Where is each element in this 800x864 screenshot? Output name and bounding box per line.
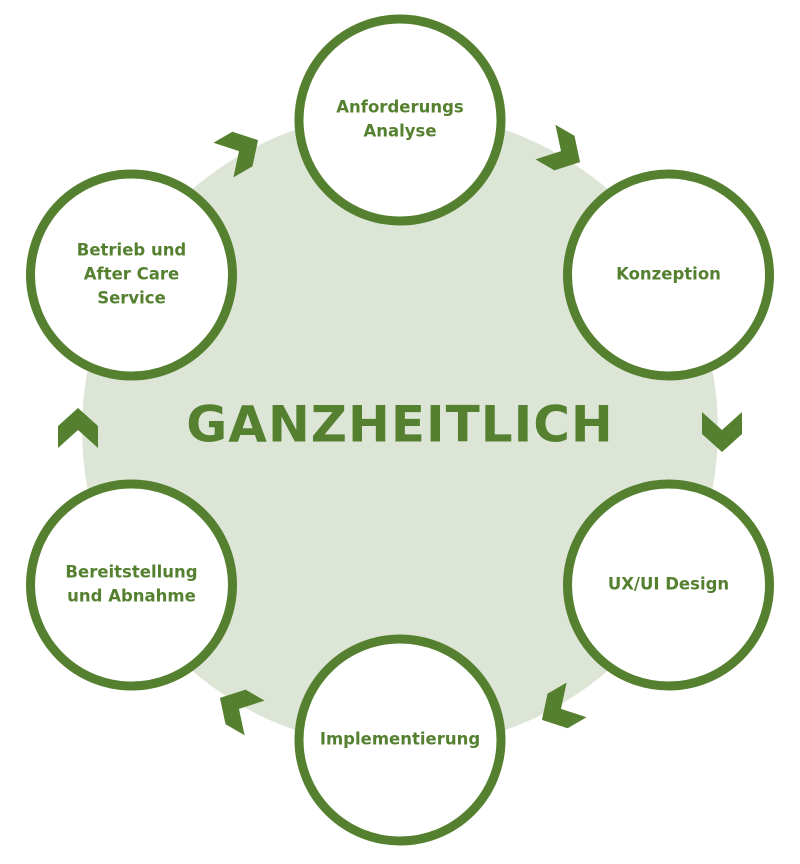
node-circle <box>26 479 237 691</box>
chevron-arrow-icon <box>541 682 587 729</box>
node-circle <box>563 169 774 381</box>
chevron-shape <box>219 689 265 736</box>
node-circle <box>294 14 506 226</box>
chevron-shape <box>702 412 742 452</box>
chevron-arrow-icon <box>535 124 581 171</box>
node-label: After Care <box>84 265 179 284</box>
background-circle <box>82 112 718 748</box>
node-label: UX/UI Design <box>608 575 729 594</box>
arrows-layer <box>58 124 742 736</box>
node-label: Konzeption <box>616 265 721 284</box>
node-label: Bereitstellung <box>65 563 197 582</box>
node-label: Anforderungs <box>336 98 464 117</box>
chevron-arrow-icon <box>213 131 259 178</box>
node-circle <box>563 479 774 691</box>
chevron-shape <box>213 131 259 178</box>
node-ux-ui-design: UX/UI Design <box>563 479 774 691</box>
chevron-shape <box>541 682 587 729</box>
node-implementierung: Implementierung <box>294 634 506 846</box>
chevron-shape <box>58 408 98 448</box>
center-title: GANZHEITLICH <box>186 396 614 454</box>
chevron-arrow-icon <box>702 412 742 452</box>
chevron-arrow-icon <box>58 408 98 448</box>
node-bereitstellung-und-abnahme: Bereitstellung und Abnahme <box>26 479 237 691</box>
node-label: Betrieb und <box>77 241 187 260</box>
node-label: Implementierung <box>320 730 480 749</box>
node-label: und Abnahme <box>67 587 196 606</box>
node-label: Service <box>97 289 166 308</box>
node-circle <box>26 169 237 381</box>
node-circle <box>294 634 506 846</box>
chevron-shape <box>535 124 581 171</box>
chevron-arrow-icon <box>219 689 265 736</box>
node-label: Analyse <box>363 122 436 141</box>
node-konzeption: Konzeption <box>563 169 774 381</box>
